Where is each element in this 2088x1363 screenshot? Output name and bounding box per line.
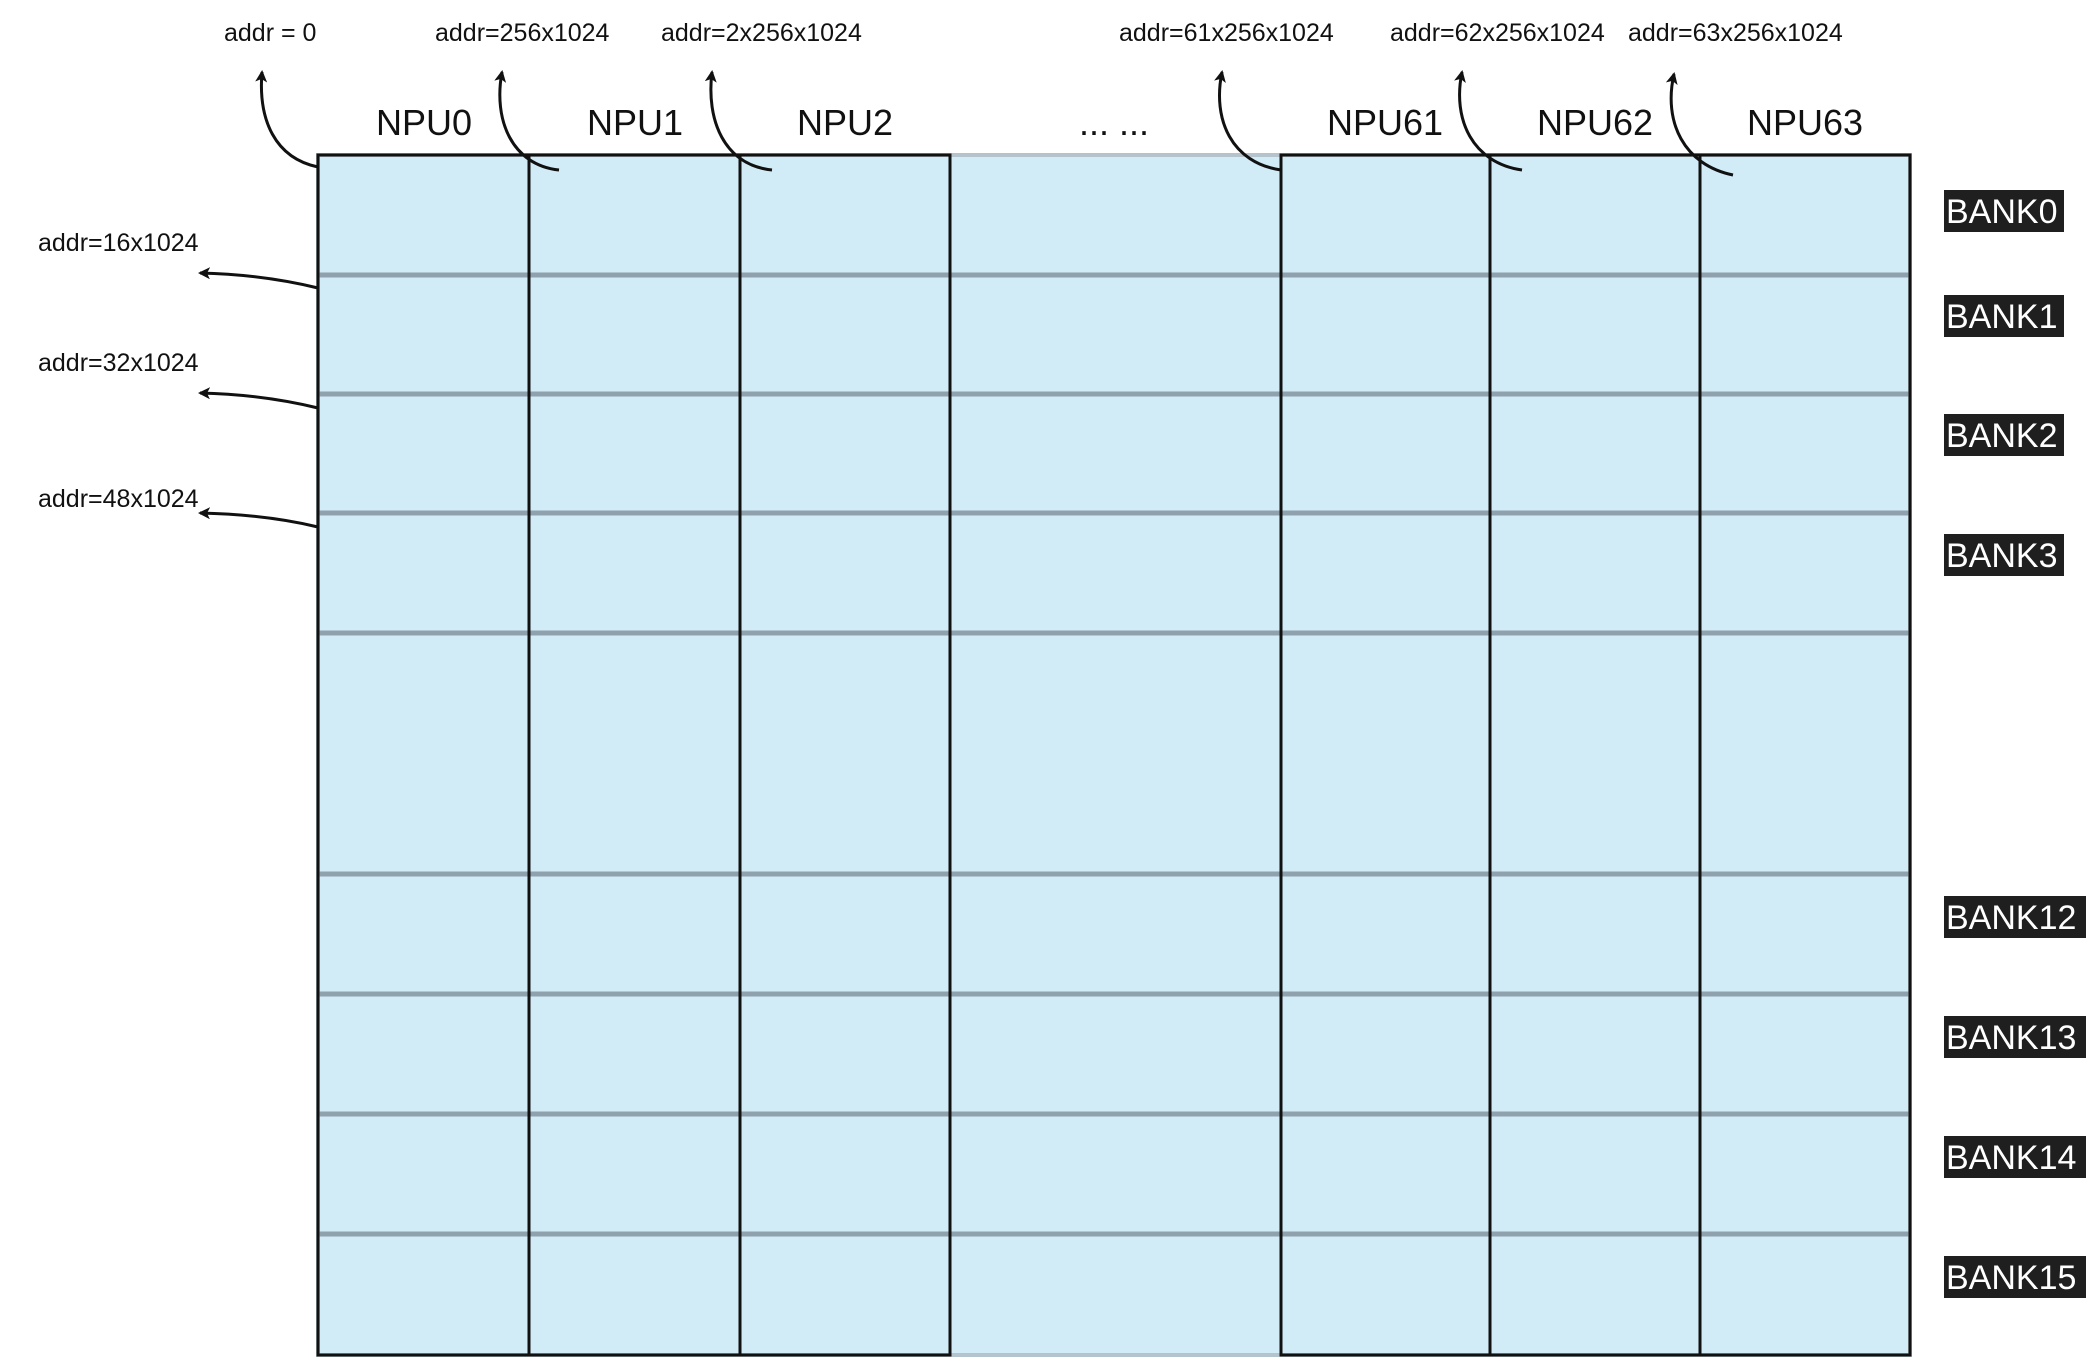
addr-arrow [198,507,319,529]
bank-label: BANK13 [1946,1019,2076,1057]
bank-label: BANK1 [1946,298,2058,336]
left-address-arrows [198,267,319,529]
bank-row-separators [318,272,1910,1237]
bank-tag-bg [1944,190,2064,232]
bank-label: BANK15 [1946,1259,2076,1297]
bank-label: BANK3 [1946,537,2058,575]
addr-label: addr=2x256x1024 [661,19,862,47]
bank-label: BANK2 [1946,417,2058,455]
left-address-labels: addr=16x1024 addr=32x1024 addr=48x1024 [38,229,199,513]
addr-arrow [198,267,319,290]
addr-label: addr=256x1024 [435,19,610,47]
top-address-labels: addr = 0 addr=256x1024 addr=2x256x1024 a… [224,19,1843,47]
bank-tag-bg [1944,534,2064,576]
addr-arrow [1454,70,1523,172]
top-address-arrows [255,70,1734,177]
bank-tags: BANK0 BANK1 BANK2 BANK3 BANK12 BANK13 BA… [1944,190,2086,1298]
bank-tag-bg [1944,414,2064,456]
npu-ellipsis-label: ... ... [1079,102,1149,143]
npu-column-blocks [316,153,1912,1357]
addr-arrow [198,387,319,410]
addr-arrow [704,70,773,172]
addr-arrow [1665,72,1734,177]
npu-block-left [316,153,952,1357]
addr-label: addr = 0 [224,19,316,47]
addr-label: addr=48x1024 [38,485,199,513]
npu-block-right [1279,153,1912,1357]
bank-label: BANK14 [1946,1139,2076,1177]
addr-label: addr=61x256x1024 [1119,19,1334,47]
addr-arrow [1214,70,1282,172]
npu-headers: NPU0 NPU1 NPU2 ... ... NPU61 NPU62 NPU63 [376,102,1863,143]
bank-label: BANK12 [1946,899,2076,937]
bank-tag-bg [1944,896,2086,938]
addr-arrow [255,70,319,169]
npu-label: NPU62 [1537,102,1653,143]
npu-label: NPU1 [587,102,683,143]
addr-label: addr=32x1024 [38,349,199,377]
bank-tag-bg [1944,1256,2086,1298]
addr-label: addr=16x1024 [38,229,199,257]
bank-label: BANK0 [1946,193,2058,231]
npu-label: NPU63 [1747,102,1863,143]
bank-tag-bg [1944,1136,2086,1178]
bank-tag-bg [1944,295,2064,337]
npu-label: NPU0 [376,102,472,143]
addr-label: addr=62x256x1024 [1390,19,1605,47]
addr-label: addr=63x256x1024 [1628,19,1843,47]
bank-tag-bg [1944,1016,2086,1058]
addr-arrow [494,70,560,172]
memory-grid [316,153,1912,1357]
npu-label: NPU2 [797,102,893,143]
npu-label: NPU61 [1327,102,1443,143]
